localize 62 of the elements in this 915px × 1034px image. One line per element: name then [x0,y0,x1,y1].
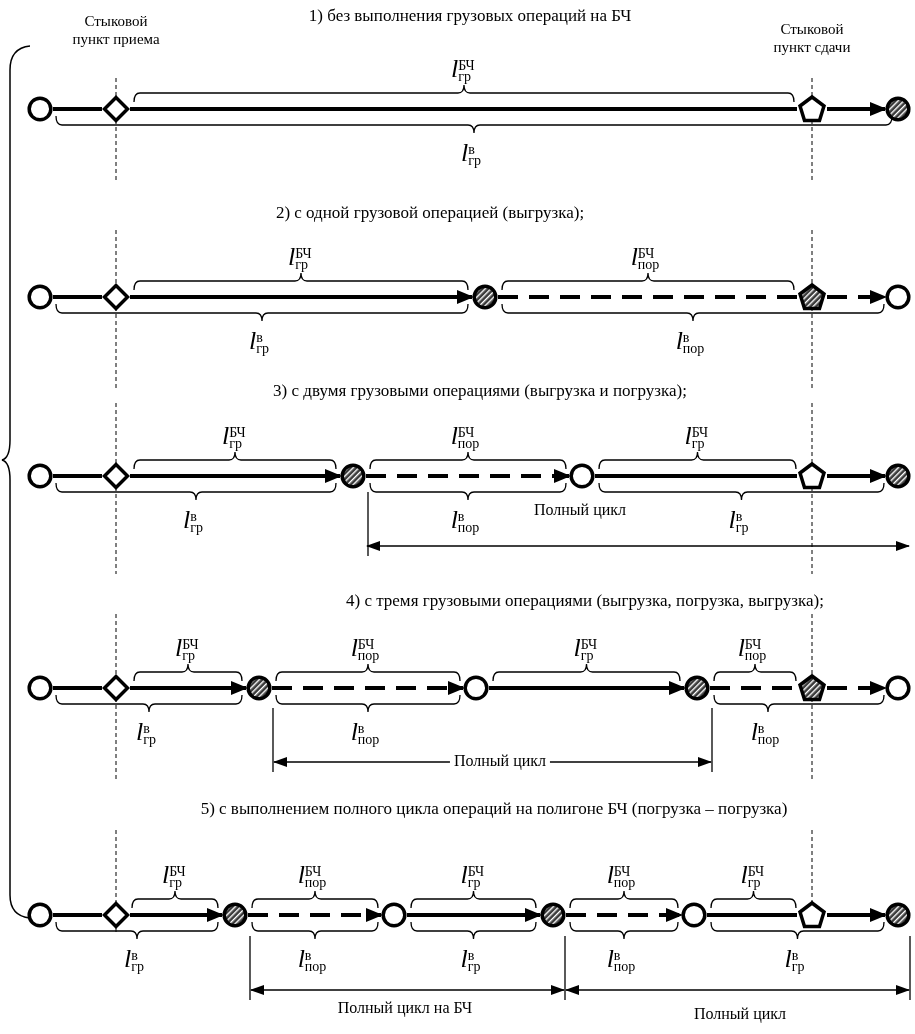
diamond-marker [102,283,130,311]
diamond-marker [102,462,130,490]
row-title: 2) с одной грузовой операцией (выгрузка); [275,203,585,223]
row-title: 5) с выполнением полного цикла операций на полигоне БЧ (погрузка – погрузка) [200,799,788,819]
connector-line [53,474,102,478]
arrow [827,908,887,922]
arrow [130,681,248,695]
arrow [130,290,474,304]
connector-line [595,474,797,478]
arrow [130,469,342,483]
arrow [827,102,887,116]
dashed-arrow [248,908,383,922]
dashed-connector-line [498,295,797,299]
arrow [827,469,887,483]
hatched-circle-marker [885,463,911,489]
arrow [407,908,542,922]
circle-marker [27,902,53,928]
point-caption: Стыковой пункт приема [71,12,161,48]
circle-marker [681,902,707,928]
hatched-circle-marker [222,902,248,928]
connector-line [53,686,102,690]
cycle-label: Полный цикл [449,751,551,771]
circle-marker [885,284,911,310]
hatched-pentagon-marker [797,673,827,703]
diamond-marker [102,901,130,929]
circle-marker [27,96,53,122]
connector-line [53,295,102,299]
dashed-arrow [827,681,887,695]
circle-marker [27,675,53,701]
circle-marker [569,463,595,489]
dashed-arrow [272,681,465,695]
hatched-circle-marker [472,284,498,310]
diamond-marker [102,95,130,123]
row-title: 1) без выполнения грузовых операций на БЧ [308,6,632,26]
dashed-arrow [366,469,571,483]
connector-line [707,913,797,917]
arrow [489,681,686,695]
connector-line [53,913,102,917]
hatched-pentagon-marker [797,282,827,312]
arrow [130,908,224,922]
pentagon-marker [797,900,827,930]
circle-marker [27,463,53,489]
row-title: 4) с тремя грузовыми операциями (выгрузка, погрузка, выгрузка); [346,591,824,611]
hatched-circle-marker [246,675,272,701]
circle-marker [885,675,911,701]
hatched-circle-marker [340,463,366,489]
diamond-marker [102,674,130,702]
hatched-circle-marker [540,902,566,928]
hatched-circle-marker [684,675,710,701]
pentagon-marker [797,94,827,124]
circle-marker [463,675,489,701]
pentagon-marker [797,461,827,491]
dashed-arrow [566,908,683,922]
hatched-circle-marker [885,902,911,928]
connector-line [53,107,102,111]
point-caption: Стыковой пункт сдачи [772,20,852,56]
connector-line [130,107,797,111]
dashed-arrow [827,290,887,304]
row-title: 3) с двумя грузовыми операциями (выгрузка и погрузка); [273,381,687,401]
circle-marker [27,284,53,310]
circle-marker [381,902,407,928]
hatched-circle-marker [885,96,911,122]
